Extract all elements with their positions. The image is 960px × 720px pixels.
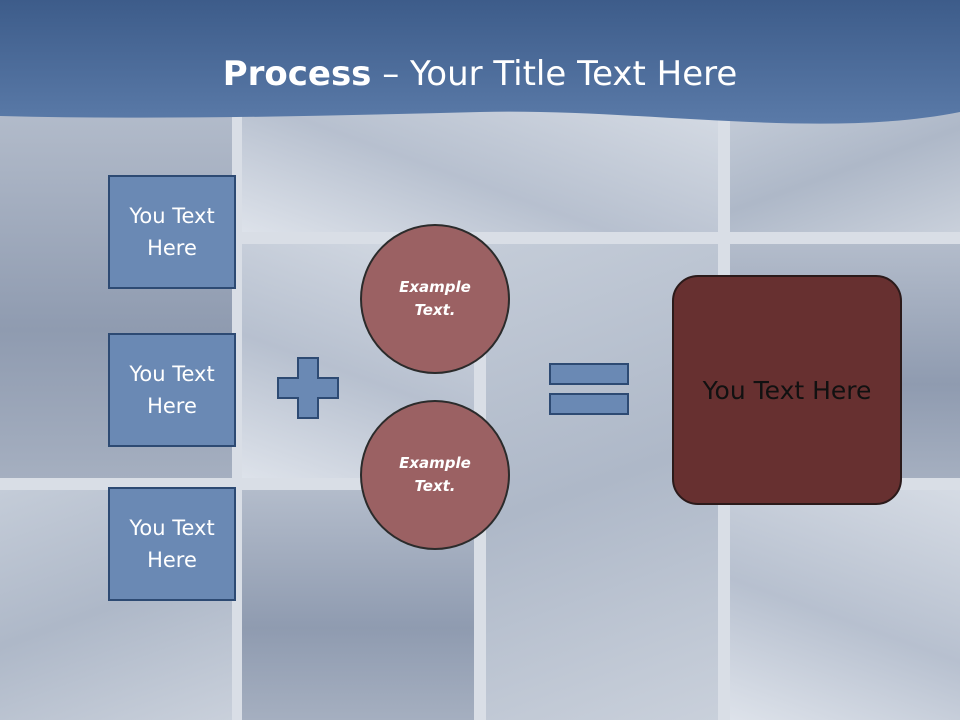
title-rest: – Your Title Text Here xyxy=(371,54,738,94)
result-box: You Text Here xyxy=(672,275,902,505)
text-box-2: You Text Here xyxy=(108,333,236,447)
circle-label: Example Text. xyxy=(399,278,471,319)
text-box-3: You Text Here xyxy=(108,487,236,601)
text-box-1: You Text Here xyxy=(108,175,236,289)
slide-title: Process – Your Title Text Here xyxy=(0,52,960,96)
text-box-label: You Text Here xyxy=(129,516,215,572)
photo-tile xyxy=(730,490,960,720)
plus-icon xyxy=(277,357,339,419)
result-label: You Text Here xyxy=(702,375,872,405)
text-box-label: You Text Here xyxy=(129,362,215,418)
equals-icon xyxy=(549,363,629,415)
photo-tile xyxy=(242,108,718,232)
title-bold: Process xyxy=(222,54,372,94)
example-circle-2: Example Text. xyxy=(360,400,510,550)
photo-tile xyxy=(730,108,960,232)
text-box-label: You Text Here xyxy=(129,204,215,260)
circle-label: Example Text. xyxy=(399,454,471,495)
example-circle-1: Example Text. xyxy=(360,224,510,374)
header-banner xyxy=(0,0,960,124)
